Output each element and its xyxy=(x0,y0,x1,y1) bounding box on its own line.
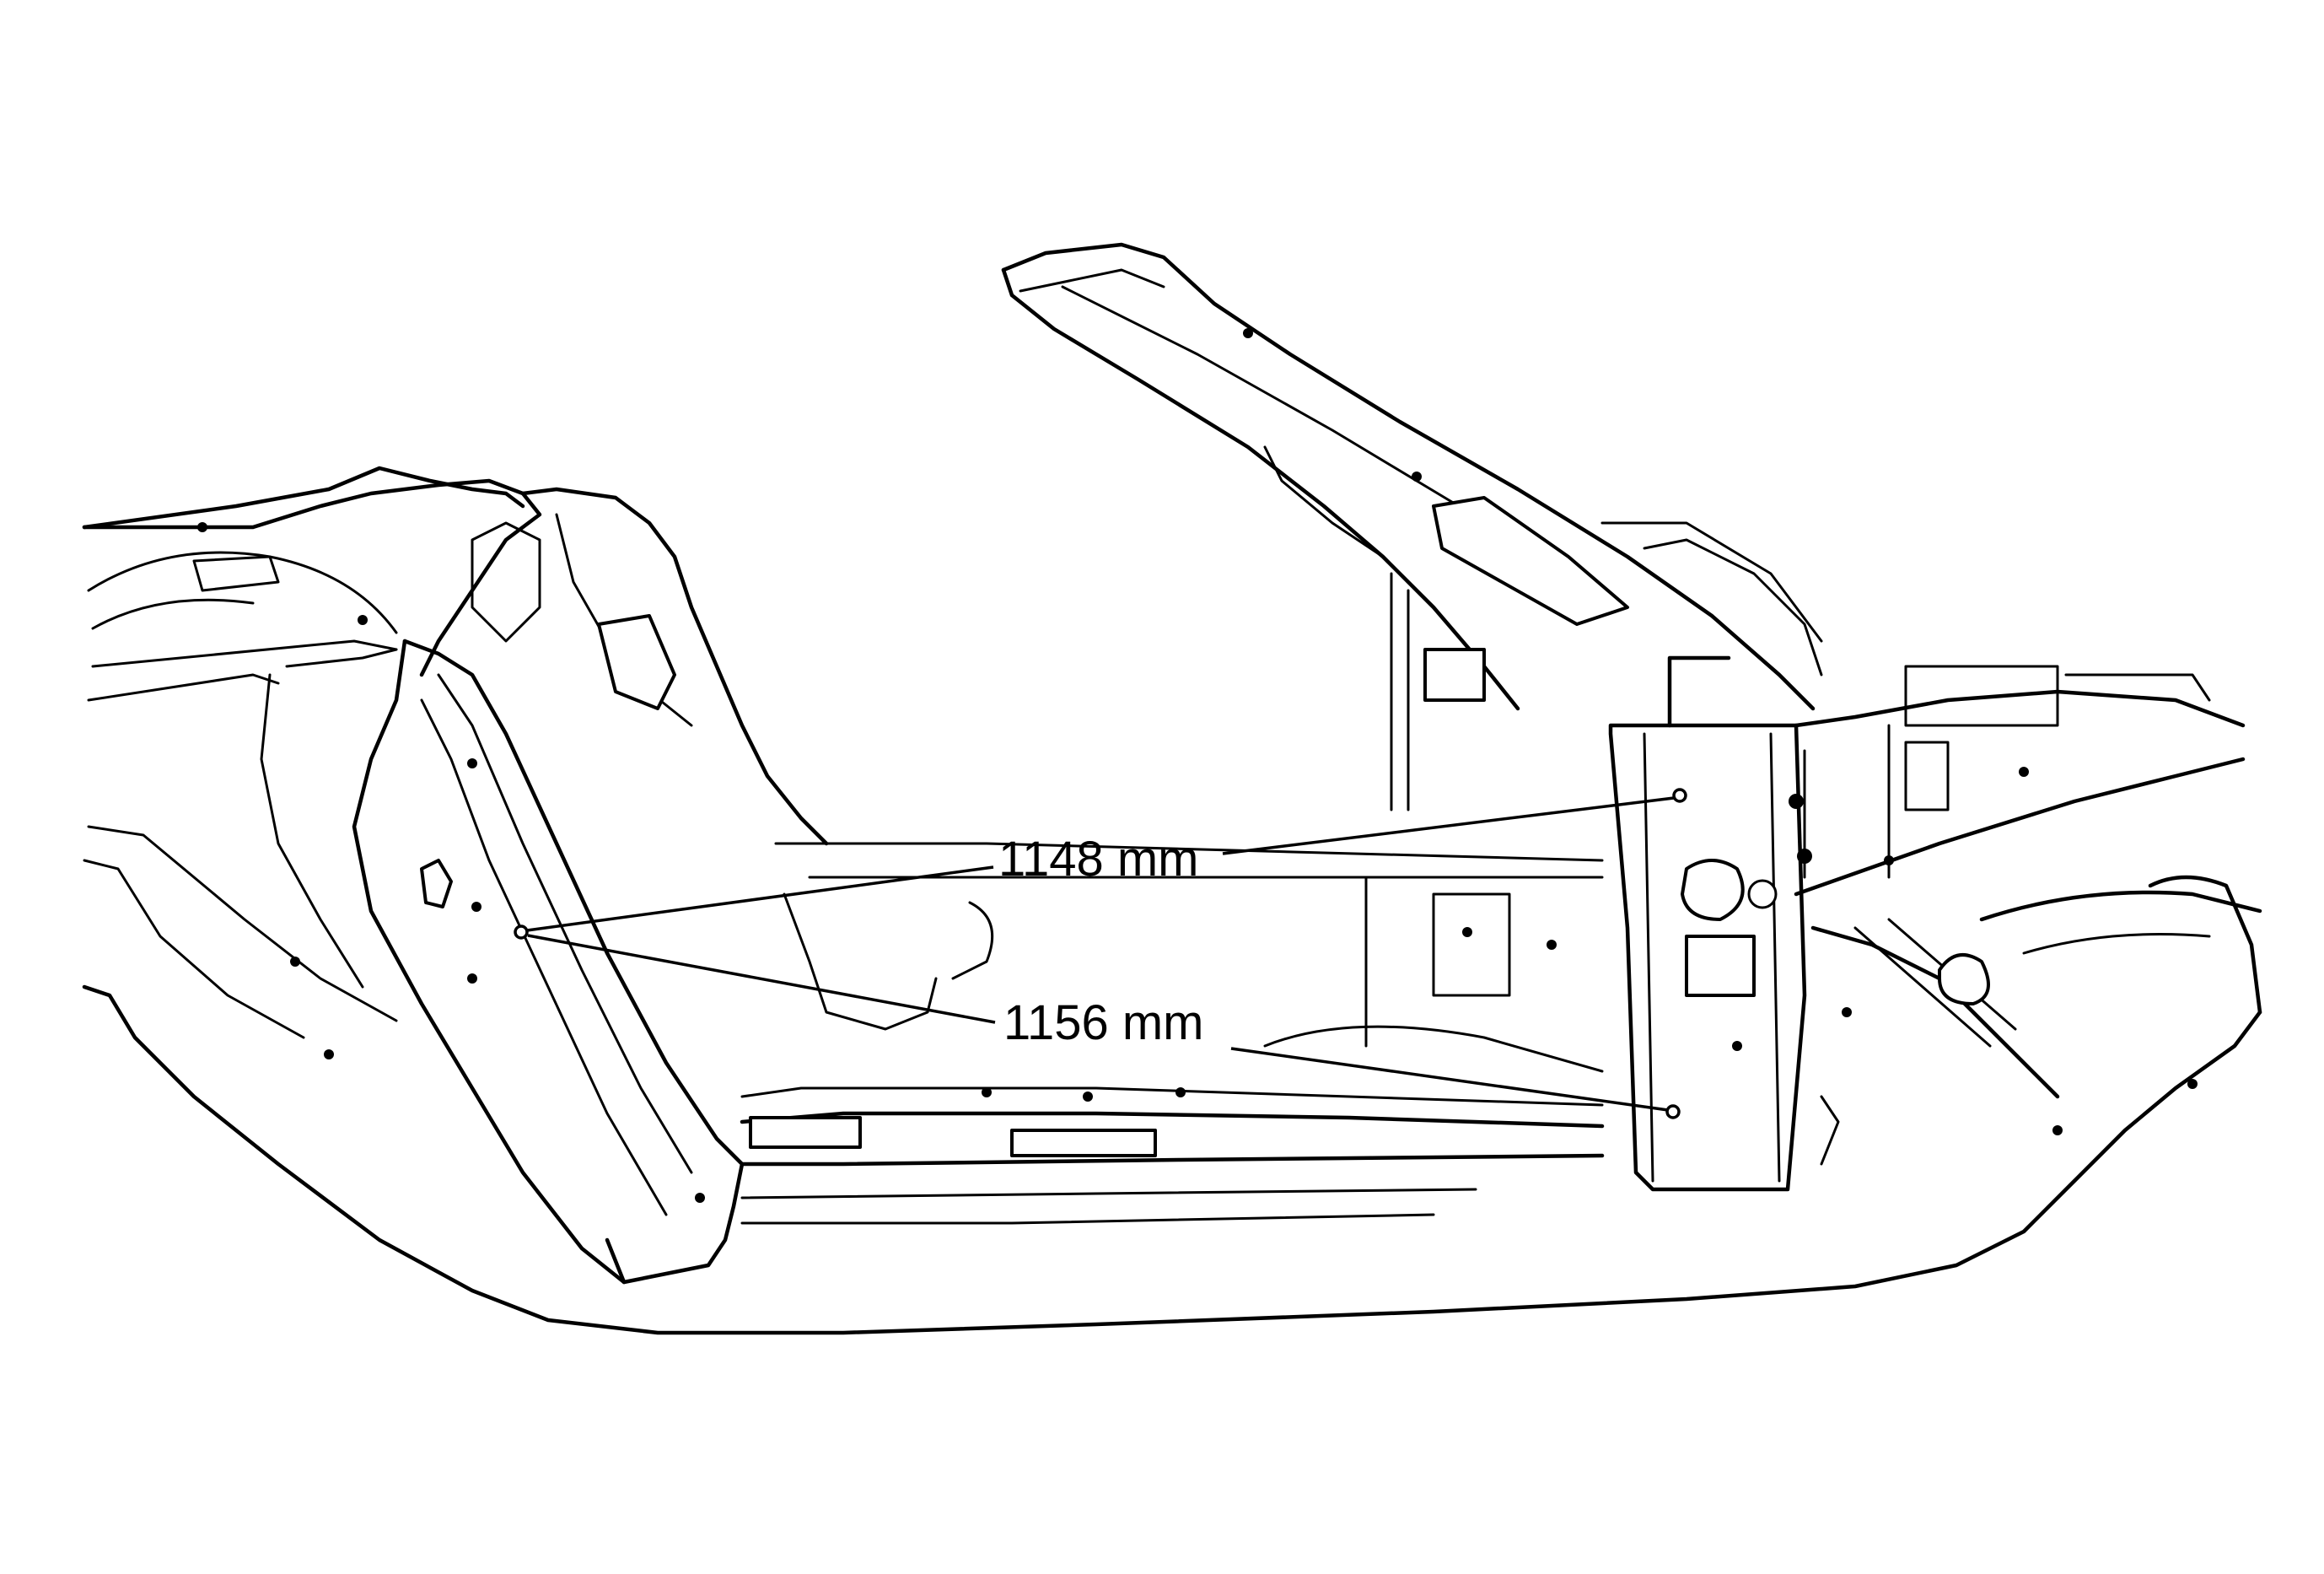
dimension-label-1156: 1156 mm xyxy=(1003,995,1203,1050)
leader-1156-right xyxy=(1230,1047,1669,1112)
leader-1148-right xyxy=(1222,796,1675,855)
dimension-label-1148: 1148 mm xyxy=(998,832,1198,887)
measure-point-right-lower xyxy=(1665,1104,1681,1119)
leader-1148-left xyxy=(526,865,994,932)
measure-point-left-upper xyxy=(514,924,529,940)
vehicle-body-frame xyxy=(82,242,2262,1335)
mounting-holes xyxy=(197,328,2198,1203)
leader-1156-left xyxy=(527,934,996,1024)
measure-point-right-upper xyxy=(1672,788,1687,803)
dimension-callouts: 1148 mm 1156 mm xyxy=(514,788,1687,1119)
